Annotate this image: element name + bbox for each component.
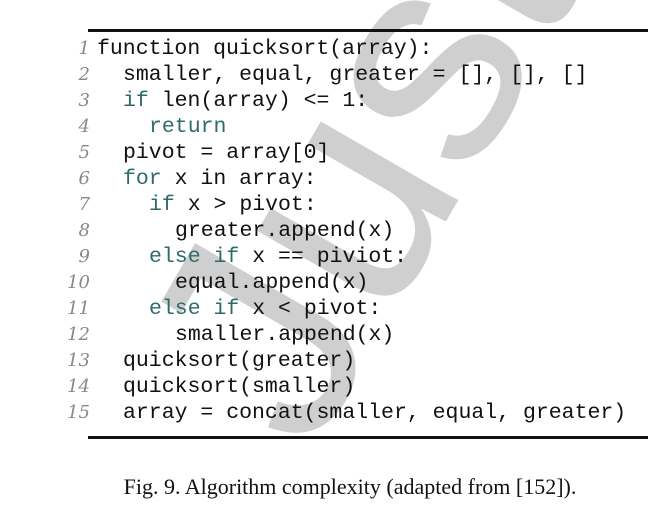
bottom-rule bbox=[88, 436, 648, 439]
code-text: for x in array: bbox=[123, 166, 317, 192]
code-text: quicksort(greater) bbox=[123, 348, 355, 374]
line-number: 2 bbox=[78, 64, 90, 85]
code-text: if x > pivot: bbox=[149, 192, 317, 218]
line-number: 15 bbox=[67, 402, 90, 423]
line-number: 9 bbox=[78, 246, 90, 267]
keyword: if bbox=[149, 193, 175, 217]
line-number: 14 bbox=[67, 376, 90, 397]
code-content: quicksort(greater) bbox=[123, 349, 356, 373]
keyword: for bbox=[123, 167, 162, 191]
code-content: smaller, equal, greater = [], [], [] bbox=[123, 63, 588, 87]
code-text: equal.append(x) bbox=[175, 270, 369, 296]
line-number: 7 bbox=[78, 194, 90, 215]
line-number: 1 bbox=[78, 38, 90, 59]
code-content: x == piviot: bbox=[239, 245, 408, 269]
line-number: 10 bbox=[67, 272, 90, 293]
code-text: else if x < pivot: bbox=[149, 296, 381, 322]
code-content: array = concat(smaller, equal, greater) bbox=[123, 401, 627, 425]
line-number: 4 bbox=[78, 116, 90, 137]
keyword: else if bbox=[149, 245, 240, 269]
keyword: return bbox=[149, 115, 227, 139]
code-text: return bbox=[149, 114, 226, 140]
code-content: function quicksort(array): bbox=[97, 37, 433, 61]
code-content: x > pivot: bbox=[174, 193, 317, 217]
code-text: greater.append(x) bbox=[175, 218, 394, 244]
code-content: smaller.append(x) bbox=[175, 323, 395, 347]
code-content: len(array) <= 1: bbox=[148, 89, 369, 113]
code-text: array = concat(smaller, equal, greater) bbox=[123, 400, 626, 426]
code-content: equal.append(x) bbox=[175, 271, 369, 295]
keyword: if bbox=[123, 89, 149, 113]
line-number: 13 bbox=[67, 350, 90, 371]
line-number: 3 bbox=[78, 90, 90, 111]
code-content: pivot = array[0] bbox=[123, 141, 330, 165]
line-number: 11 bbox=[67, 298, 90, 319]
figure-caption: Fig. 9. Algorithm complexity (adapted fr… bbox=[123, 474, 577, 499]
code-content: x in array: bbox=[161, 167, 317, 191]
code-text: smaller.append(x) bbox=[175, 322, 394, 348]
code-text: else if x == piviot: bbox=[149, 244, 407, 270]
top-rule bbox=[88, 29, 648, 32]
code-text: function quicksort(array): bbox=[97, 36, 432, 62]
code-text: quicksort(smaller) bbox=[123, 374, 355, 400]
code-text: if len(array) <= 1: bbox=[123, 88, 368, 114]
line-number: 12 bbox=[67, 324, 90, 345]
code-content: x < pivot: bbox=[239, 297, 382, 321]
keyword: else if bbox=[149, 297, 240, 321]
code-content: quicksort(smaller) bbox=[123, 375, 356, 399]
code-content: greater.append(x) bbox=[175, 219, 395, 243]
line-number: 5 bbox=[78, 142, 90, 163]
code-text: smaller, equal, greater = [], [], [] bbox=[123, 62, 587, 88]
line-number: 8 bbox=[78, 220, 90, 241]
code-text: pivot = array[0] bbox=[123, 140, 329, 166]
line-number: 6 bbox=[78, 168, 90, 189]
